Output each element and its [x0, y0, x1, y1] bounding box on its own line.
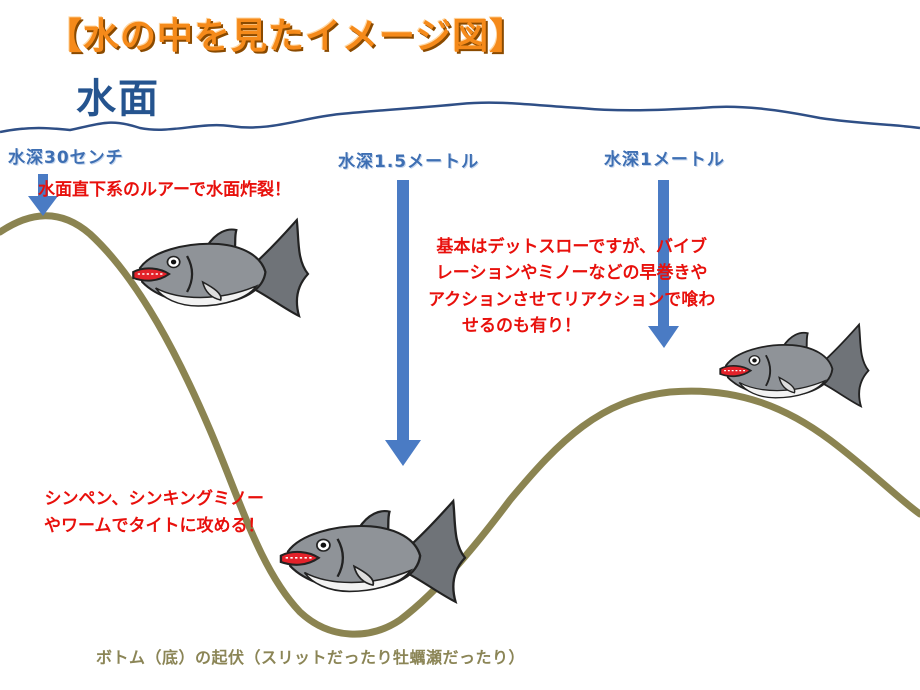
note-sinking-line: シンペン、シンキングミノー — [44, 489, 264, 509]
note-deadslow-line: せるのも有り！ — [462, 316, 581, 337]
bottom-contour-line — [0, 212, 920, 638]
diagram-title: 【水の中を見たイメージ図】 — [46, 16, 527, 57]
depth-label-1-5m: 水深1.5メートル — [338, 152, 480, 172]
water-surface-line — [0, 101, 920, 134]
depth-arrow-1m — [648, 180, 679, 348]
note-deadslow-line: レーションやミノーなどの早巻きや — [435, 263, 708, 284]
fish-bottom — [279, 499, 467, 604]
depth-arrow-30cm — [28, 174, 58, 216]
fish-shallow — [132, 218, 310, 318]
note-topwater: 水面直下系のルアーで水面炸裂！ — [38, 180, 291, 200]
note-sinking: シンペン、シンキングミノー やワームでタイトに攻める！ — [44, 486, 265, 540]
bottom-contour-label: ボトム（底）の起伏（スリットだったり牡蠣瀬だったり） — [96, 648, 526, 667]
note-deadslow: 基本はデットスローですが、バイブ レーションやミノーなどの早巻きや アクションさ… — [428, 234, 715, 339]
depth-label-1m: 水深1メートル — [604, 150, 725, 170]
note-deadslow-line: 基本はデットスローですが、バイブ — [436, 237, 707, 257]
note-deadslow-line: アクションさせてリアクションで喰わ — [428, 289, 716, 310]
depth-label-30cm: 水深30センチ — [8, 148, 124, 168]
depth-arrow-1-5m — [385, 180, 421, 466]
water-surface-label: 水面 — [76, 76, 160, 122]
note-sinking-line: やワームでタイトに攻める！ — [44, 516, 265, 537]
